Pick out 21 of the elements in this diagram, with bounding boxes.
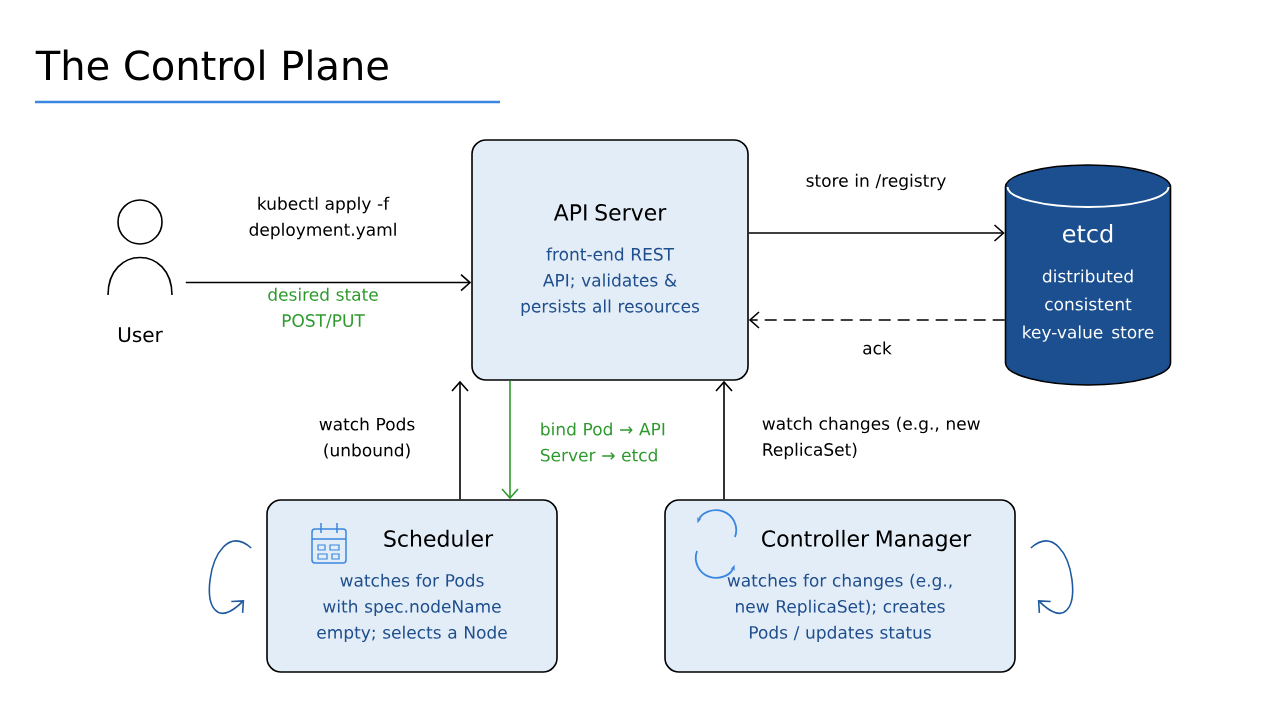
edge-label: kubectl apply -f deployment.yaml [249, 196, 396, 240]
edge-label: ack [863, 341, 892, 355]
edge-label: watch changes (e.g., new ReplicaSet) [762, 416, 980, 460]
process-box: Scheduler watches for Pods with spec.nodeName empty; selects a Node [266, 499, 558, 673]
arrow [451, 380, 469, 500]
note-label: desired state POST/PUT [268, 287, 378, 329]
database-cylinder: etcd distributed consistent key-value store [1004, 164, 1172, 386]
arrow [748, 224, 1005, 242]
arrow [748, 311, 1006, 329]
arrow [501, 380, 519, 500]
arrow [1030, 540, 1074, 615]
arrow [715, 380, 733, 500]
title: The Control Plane [35, 49, 388, 81]
edge-label: store in /registry [806, 173, 946, 191]
edge-label: bind Pod → API Server → etcd [540, 422, 665, 462]
arrow [185, 273, 472, 292]
user-label: User [118, 327, 163, 343]
arrow [208, 540, 252, 615]
edge-label: watch Pods (unbound) [319, 417, 415, 459]
process-box: API Server front-end REST API; validates & persists all resources [471, 139, 749, 381]
process-box: Controller Manager watches for changes (e.g., new ReplicaSet); creates Pods / updates status [664, 499, 1016, 673]
